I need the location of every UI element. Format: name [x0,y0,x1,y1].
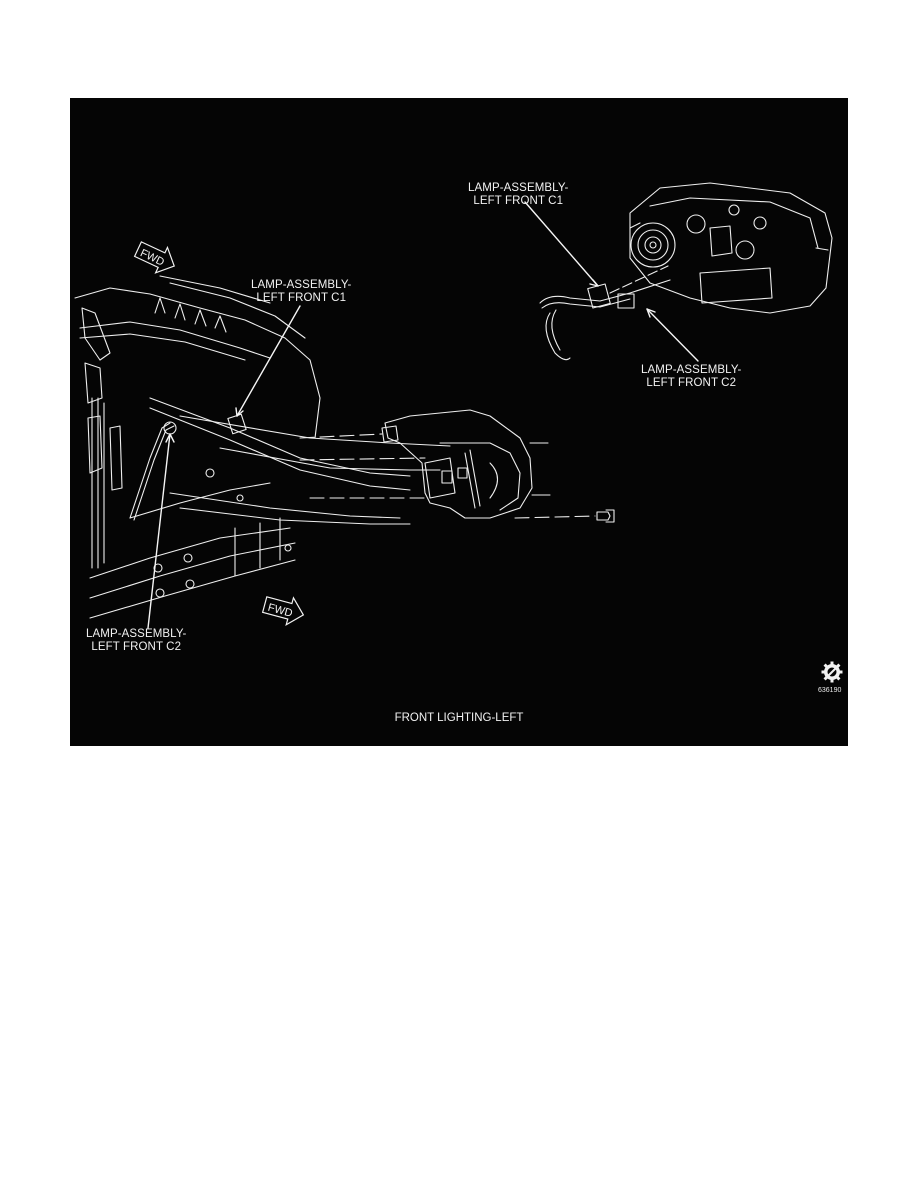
callout-c1-vehicle: LAMP-ASSEMBLY- LEFT FRONT C1 [251,279,352,304]
figure-id: 636190 [818,687,842,694]
fwd-arrow-icon: FWD [133,241,175,274]
gear-slash-logo-icon [821,661,843,683]
callout-c2-detail: LAMP-ASSEMBLY- LEFT FRONT C2 [641,364,742,389]
vehicle-line-drawing [74,182,833,629]
leader-lines [147,201,699,629]
vehicle-front-structure [74,275,451,619]
svg-text:FWD: FWD [138,247,166,268]
callout-c1-detail: LAMP-ASSEMBLY- LEFT FRONT C1 [468,182,569,207]
fwd-arrow-icon: FWD [261,596,305,627]
callout-c2-vehicle: LAMP-ASSEMBLY- LEFT FRONT C2 [86,628,187,653]
wiring-diagram-figure: LAMP-ASSEMBLY- LEFT FRONT C1 LAMP-ASSEMB… [70,98,848,746]
lamp-assembly-exploded [299,409,615,523]
figure-caption: FRONT LIGHTING-LEFT [394,712,524,724]
lamp-detail-inset [539,182,833,361]
